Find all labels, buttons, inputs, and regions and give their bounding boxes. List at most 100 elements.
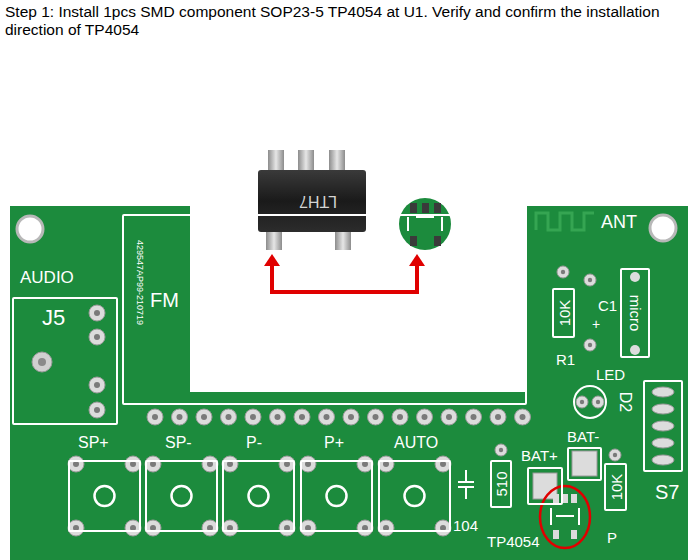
- pin-label: P: [607, 530, 617, 545]
- switch-label: SP-: [165, 435, 192, 451]
- switch-pad: [202, 520, 218, 536]
- jack-hole: [38, 358, 46, 366]
- switch-pad: [125, 456, 141, 472]
- footprint-silkscreen: [408, 217, 442, 231]
- footprint-zoom: [399, 198, 451, 250]
- switch-label: P+: [324, 435, 344, 451]
- switch-label: P-: [246, 435, 262, 451]
- switch-button: [327, 486, 347, 506]
- switch-button: [95, 486, 115, 506]
- header-pad: [515, 409, 531, 425]
- u1-silkscreen: [551, 508, 579, 525]
- switch-pad: [279, 456, 295, 472]
- header-pad: [417, 409, 433, 425]
- solder-pad: [495, 444, 507, 456]
- pcb-board: [10, 206, 688, 560]
- switch-pad: [378, 520, 394, 536]
- mounting-hole: [650, 215, 676, 241]
- header-pad: [490, 409, 506, 425]
- switch-outline: SP+: [68, 460, 141, 532]
- terminal-label: BAT-: [567, 429, 599, 444]
- header-pad: [245, 409, 261, 425]
- switch-pad: [300, 456, 316, 472]
- header-pad: [392, 409, 408, 425]
- arrow-head: [409, 254, 425, 266]
- solder-pad: [630, 272, 640, 282]
- switch-pad: [357, 456, 373, 472]
- u1-pad: [553, 494, 559, 503]
- header-pad: [319, 409, 335, 425]
- switch-outline: P+: [300, 460, 373, 532]
- switch-pad: [68, 456, 84, 472]
- connector-pad: [652, 404, 674, 414]
- header-pad: [147, 409, 163, 425]
- connector-pad: [652, 421, 674, 431]
- solder-pad: [89, 305, 105, 321]
- switch-pad: [279, 520, 295, 536]
- switch-outline: P-: [222, 460, 295, 532]
- footprint-pad: [410, 203, 417, 213]
- switch-pad: [68, 520, 84, 536]
- u1-pad: [553, 530, 559, 539]
- switch-pad: [435, 520, 451, 536]
- footprint-pad: [410, 236, 417, 246]
- chip-body: [258, 170, 366, 232]
- resistor-outline: 510: [490, 460, 512, 508]
- solder-pad: [592, 396, 604, 408]
- component-label: LED: [596, 367, 625, 382]
- connector-outline: S7: [643, 380, 683, 472]
- connector-pad: [652, 387, 674, 397]
- antenna-trace: [536, 213, 594, 230]
- header-pad: [270, 409, 286, 425]
- switch-pad: [125, 520, 141, 536]
- header-pad: [172, 409, 188, 425]
- solder-pad: [89, 402, 105, 418]
- header-pad: [343, 409, 359, 425]
- footprint-pad: [422, 203, 429, 213]
- connector-pad: [652, 455, 674, 465]
- switch-pad: [202, 456, 218, 472]
- header-pad: [221, 409, 237, 425]
- audio-jack-outline: AUDIOJ5: [12, 297, 118, 425]
- header-pad: [368, 409, 384, 425]
- battery-terminal-outline: BAT-: [567, 447, 602, 481]
- switch-pad: [145, 456, 161, 472]
- connector-pad: [652, 438, 674, 448]
- solder-pad: [584, 339, 596, 351]
- led-outline: [574, 386, 606, 418]
- switch-outline: AUTO: [378, 460, 451, 532]
- chip-marking: LTH7: [299, 193, 337, 209]
- footprint-pad: [434, 236, 441, 246]
- switch-pad: [300, 520, 316, 536]
- reference-designator: S7: [655, 482, 679, 502]
- arrow-head: [264, 254, 280, 266]
- reference-designator: R1: [556, 352, 575, 367]
- switch-pad: [145, 520, 161, 536]
- step-title: Step 1: Install 1pcs SMD component SOP23…: [5, 3, 695, 39]
- solder-pad: [89, 377, 105, 393]
- switch-outline: SP-: [145, 460, 218, 532]
- highlight-ellipse: [540, 486, 590, 548]
- connector-label: AUDIO: [20, 269, 74, 286]
- fm-module-outline: FM 429547AP99-210719: [122, 214, 527, 405]
- battery-terminal-outline: BAT+: [527, 467, 563, 505]
- footprint-pad: [434, 203, 441, 213]
- switch-button: [249, 486, 269, 506]
- switch-label: SP+: [78, 435, 109, 451]
- solder-pad: [576, 396, 588, 408]
- resistor-outline: 10K: [604, 463, 627, 511]
- header-pad: [196, 409, 212, 425]
- solder-pad: [557, 266, 569, 278]
- connector-label: micro: [628, 295, 643, 332]
- u1-pad: [571, 494, 577, 503]
- switch-pad: [378, 456, 394, 472]
- header-pad: [441, 409, 457, 425]
- reference-designator: C1: [598, 298, 617, 313]
- resistor-outline: 10KR1: [552, 288, 575, 338]
- module-label: FM: [150, 290, 179, 310]
- part-number: 429547AP99-210719: [135, 240, 144, 325]
- jack-hole: [32, 352, 52, 372]
- polarity-mark: +: [592, 317, 600, 331]
